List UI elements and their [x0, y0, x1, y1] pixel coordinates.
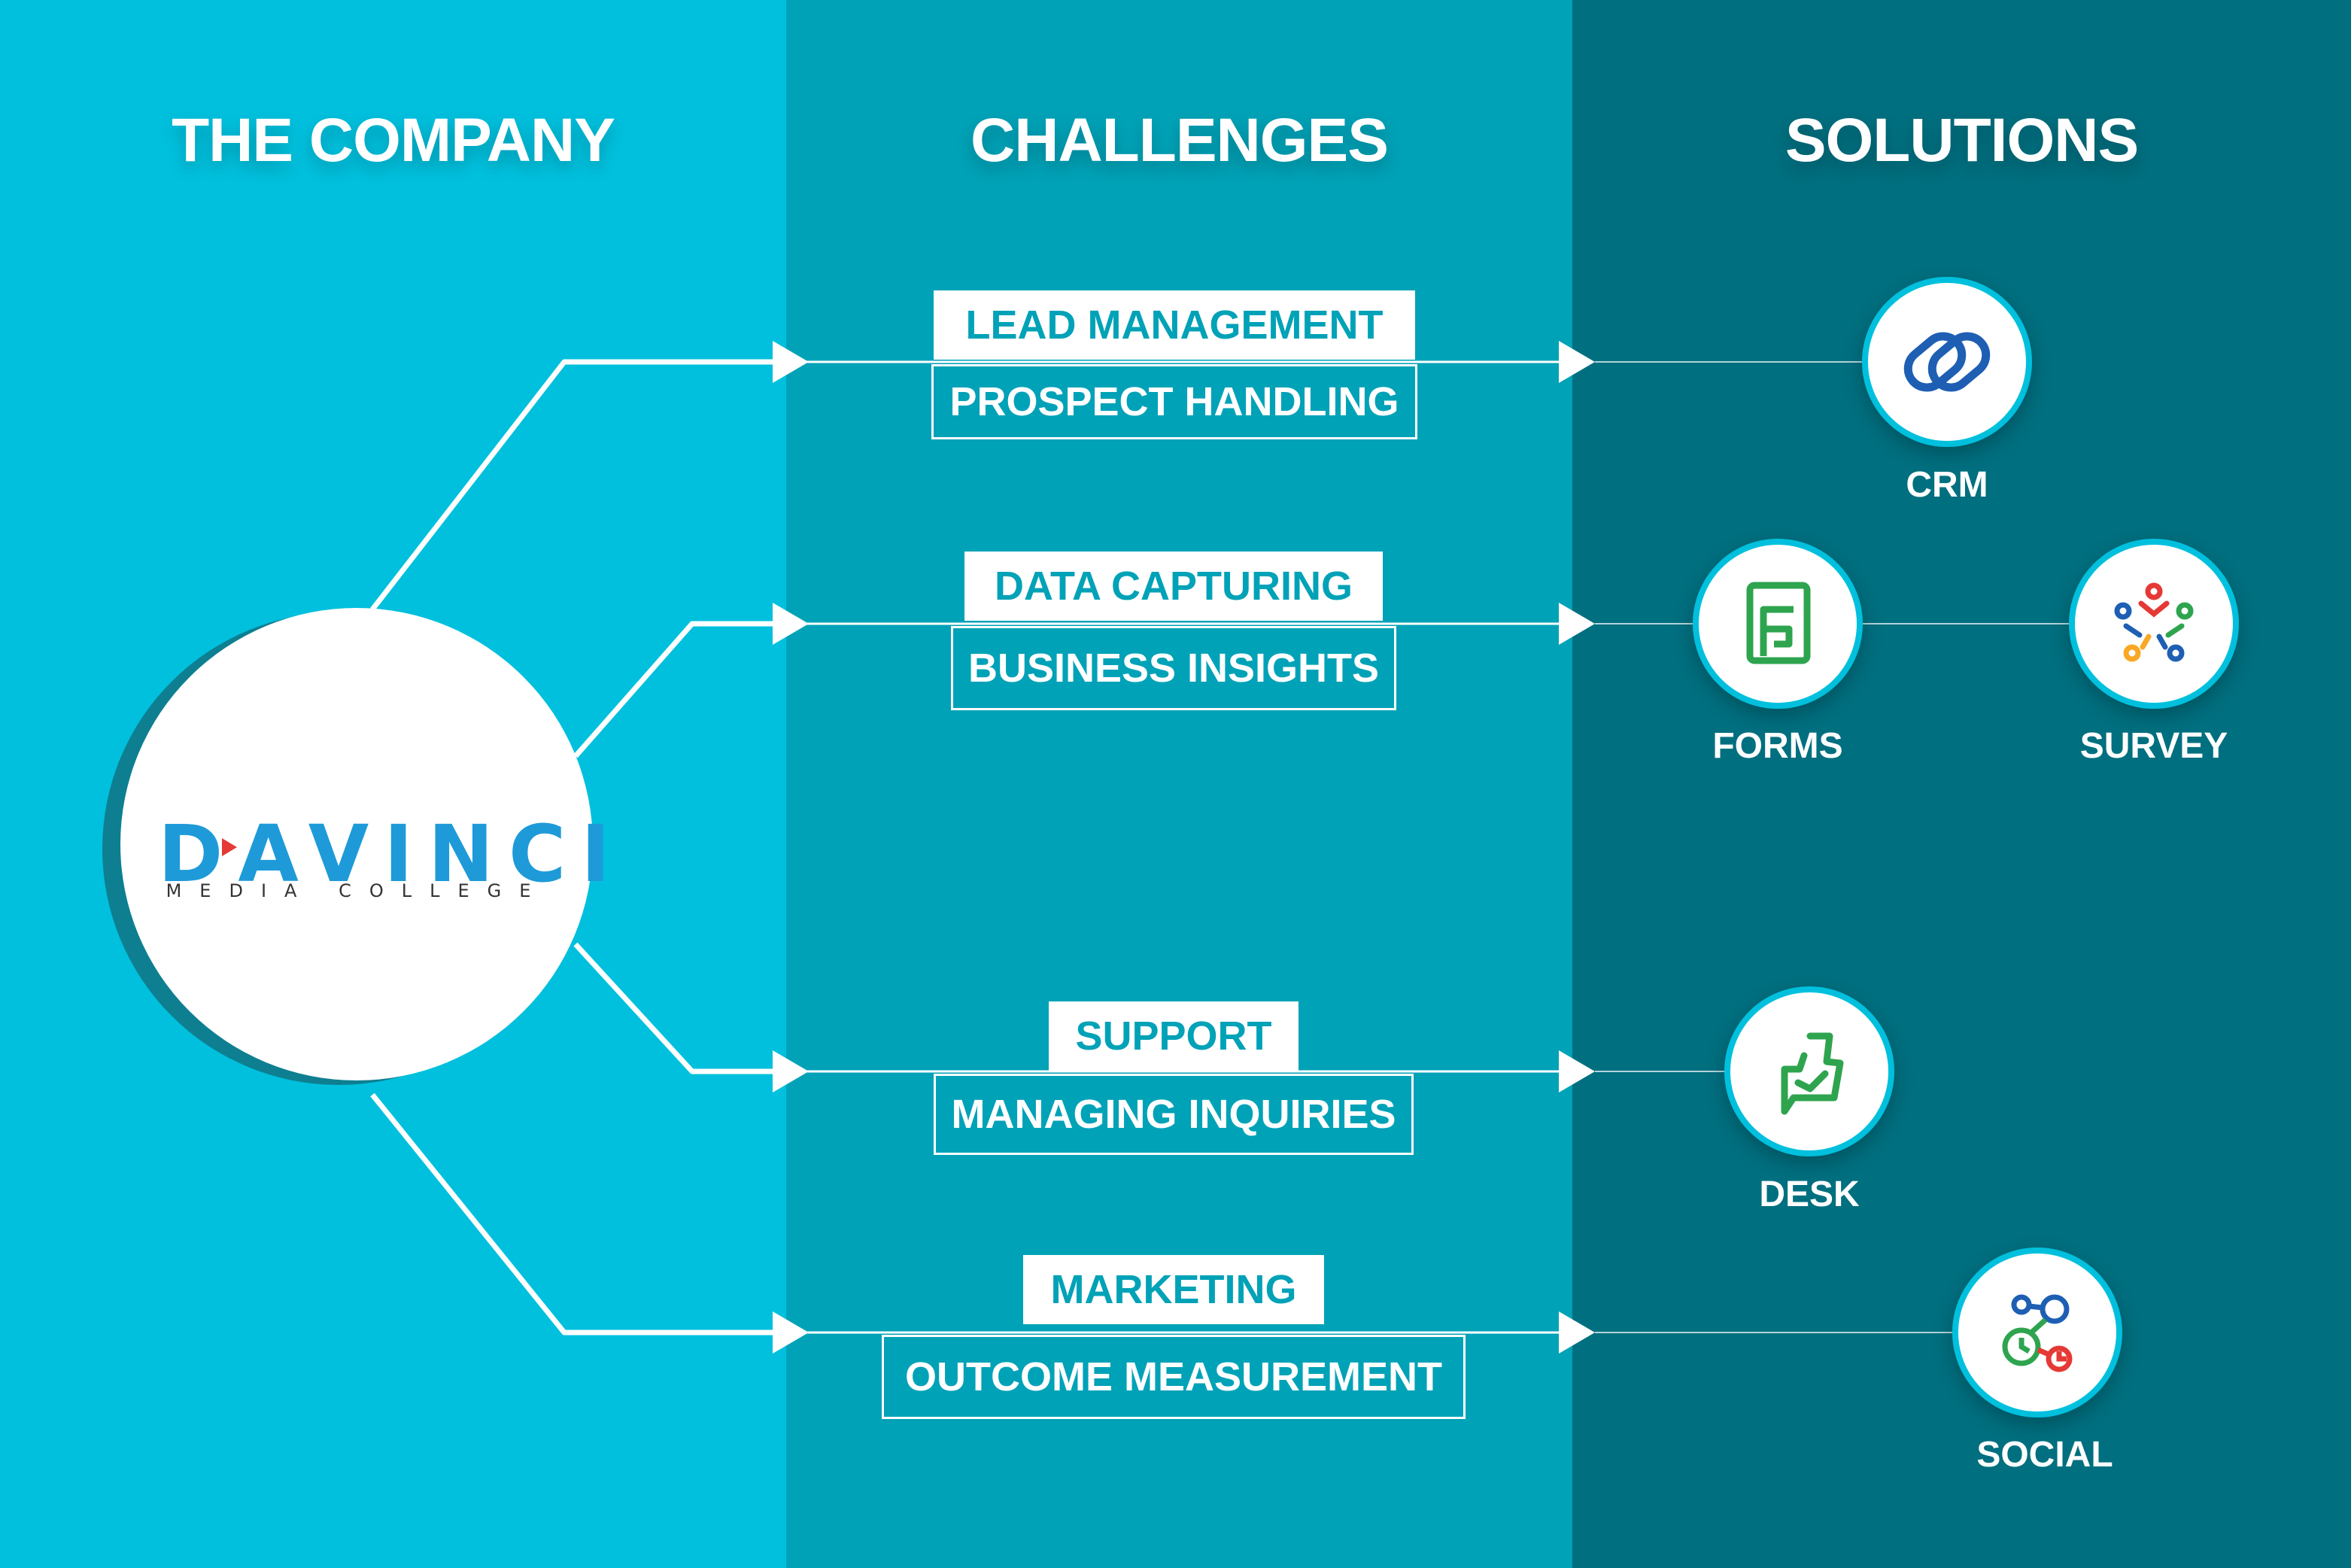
survey-icon: [2114, 582, 2194, 662]
social-app-circle: [1952, 1247, 2122, 1418]
branch-line-1: [370, 359, 790, 612]
company-tagline: MEDIA COLLEGE: [166, 880, 549, 901]
challenge-subtitle-4: OUTCOME MEASUREMENT: [882, 1335, 1466, 1419]
company-heading: THE COMPANY: [172, 106, 615, 175]
play-icon: [222, 838, 237, 856]
arrowhead-1b: [1559, 341, 1595, 383]
desk-icon: [1781, 1032, 1844, 1115]
branch-line-2: [573, 621, 790, 758]
challenges-heading: CHALLENGES: [970, 106, 1389, 175]
arrowhead-2a: [773, 603, 809, 645]
social-label: SOCIAL: [1976, 1435, 2113, 1475]
forms-label: FORMS: [1712, 726, 1843, 766]
forms-icon: [1746, 582, 1811, 664]
company-logo-circle: DAVINCI MEDIA COLLEGE: [120, 608, 610, 1080]
crm-app-circle: [1862, 277, 2032, 447]
arrowhead-4a: [773, 1311, 809, 1354]
solutions-heading: SOLUTIONS: [1785, 106, 2139, 175]
challenge-title-2: DATA CAPTURING: [964, 552, 1383, 621]
branch-line-4: [370, 1092, 790, 1336]
arrowhead-3b: [1559, 1050, 1595, 1092]
arrowhead-4b: [1559, 1311, 1595, 1354]
survey-app-circle: [2069, 539, 2239, 709]
branch-line-3: [573, 942, 790, 1074]
challenge-subtitle-3: MANAGING INQUIRIES: [934, 1074, 1414, 1155]
arrowhead-2b: [1559, 603, 1595, 645]
challenge-subtitle-1: PROSPECT HANDLING: [931, 364, 1417, 439]
social-icon: [2002, 1294, 2073, 1372]
desk-app-circle: [1724, 986, 1894, 1156]
challenge-title-3: SUPPORT: [1049, 1001, 1299, 1071]
crm-label: CRM: [1906, 465, 1988, 505]
arrowhead-1a: [773, 341, 809, 383]
arrowhead-3a: [773, 1050, 809, 1092]
crm-icon: [1903, 332, 1991, 392]
desk-label: DESK: [1759, 1174, 1860, 1214]
challenge-subtitle-2: BUSINESS INSIGHTS: [951, 626, 1396, 710]
survey-label: SURVEY: [2079, 726, 2228, 766]
forms-app-circle: [1693, 539, 1863, 709]
challenge-title-4: MARKETING: [1023, 1255, 1324, 1324]
challenge-title-1: LEAD MANAGEMENT: [934, 290, 1415, 360]
